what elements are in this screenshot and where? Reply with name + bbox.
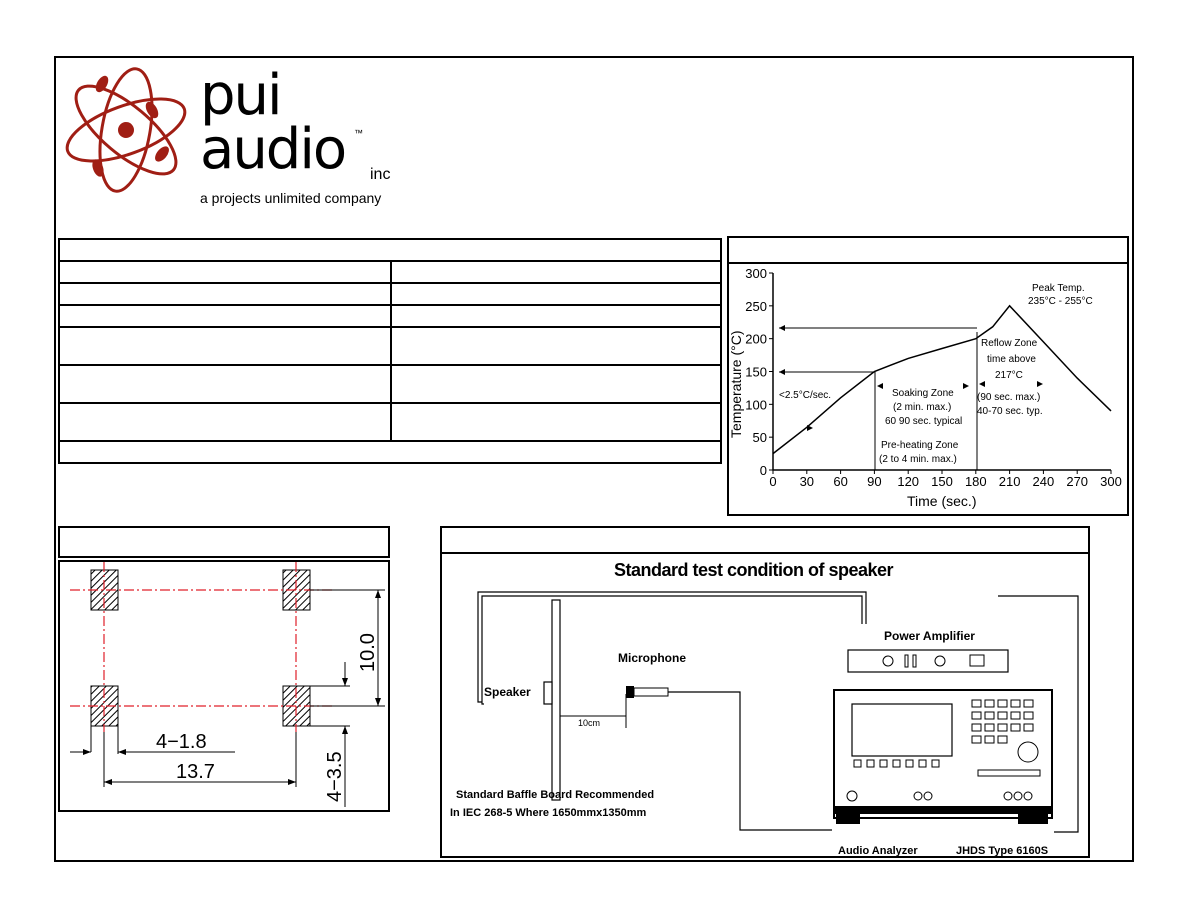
spec-cell: [58, 260, 392, 284]
annot-reflow-1: Reflow Zone: [981, 338, 1038, 349]
x-tick-label: 60: [833, 474, 847, 489]
x-tick-label: 300: [1100, 474, 1122, 489]
x-tick-label: 0: [769, 474, 776, 489]
microphone-label: Microphone: [618, 651, 686, 665]
speaker-icon: [543, 681, 553, 705]
spec-table-header: [58, 238, 722, 262]
y-tick-label: 250: [745, 299, 767, 314]
test-heading: Standard test condition of speaker: [614, 560, 894, 580]
annot-rate: <2.5°C/sec.: [779, 390, 831, 401]
annot-reflow-5: 40-70 sec. typ.: [977, 406, 1043, 417]
annot-soak-1: Soaking Zone: [892, 388, 954, 399]
annot-preheat-2: (2 to 4 min. max.): [879, 454, 957, 465]
reflow-profile-line: [772, 304, 1112, 455]
reflow-x-axis-label: Time (sec.): [907, 493, 976, 509]
reflow-chart-panel: [727, 262, 1129, 516]
y-tick-label: 200: [745, 332, 767, 347]
annot-peak-1: Peak Temp.: [1032, 283, 1085, 294]
x-tick-label: 210: [999, 474, 1021, 489]
power-amp-label: Power Amplifier: [884, 629, 975, 643]
spec-cell: [58, 402, 392, 442]
baffle-board: [551, 599, 561, 801]
footprint-title-bar: [58, 526, 390, 558]
spec-cell: [390, 304, 722, 328]
x-tick-label: 120: [897, 474, 919, 489]
spec-table-footer: [58, 440, 722, 464]
y-tick-label: 100: [745, 397, 767, 412]
spec-table: [58, 238, 722, 464]
microphone-icon: [626, 686, 669, 698]
x-tick-label: 30: [800, 474, 814, 489]
test-setup-diagram: Standard test condition of speaker: [450, 560, 1079, 857]
x-tick-label: 240: [1033, 474, 1055, 489]
logo-trademark: ™: [354, 128, 363, 138]
annot-reflow-4: (90 sec. max.): [977, 392, 1040, 403]
annot-soak-2: (2 min. max.): [893, 402, 951, 413]
y-tick-label: 0: [760, 463, 767, 478]
spec-cell: [390, 260, 722, 284]
x-tick-label: 90: [867, 474, 881, 489]
center-lines: [70, 562, 335, 732]
power-amplifier-icon: [847, 649, 1009, 673]
spec-cell: [390, 282, 722, 306]
annot-peak-2: 235°C - 255°C: [1028, 296, 1093, 307]
logo-wordmark-audio: audio: [200, 117, 347, 182]
logo-wordmark-pui: pui: [200, 63, 283, 128]
distance-label: 10cm: [578, 718, 600, 728]
test-setup-title-bar: [440, 526, 1090, 554]
reflow-chart-title-bar: [727, 236, 1129, 264]
atom-logo-icon: [65, 67, 187, 193]
y-tick-label: 150: [745, 365, 767, 380]
solder-pads: [90, 569, 311, 727]
dim-35-label: 4−3.5: [324, 751, 346, 802]
x-tick-label: 180: [965, 474, 987, 489]
company-logo: pui audio ™ inc a projects unlimited com…: [58, 58, 418, 208]
y-tick-label: 50: [753, 430, 767, 445]
baffle-label-2: In IEC 268-5 Where 1650mmx1350mm: [450, 807, 646, 819]
dim-pad-label: 4−1.8: [156, 731, 207, 753]
annot-preheat-1: Pre-heating Zone: [881, 440, 959, 451]
x-tick-label: 150: [931, 474, 953, 489]
analyzer-type-label: JHDS Type 6160S: [956, 845, 1048, 856]
spec-cell: [390, 326, 722, 366]
speaker-label: Speaker: [484, 685, 531, 699]
annot-reflow-2: time above: [987, 354, 1036, 365]
spec-cell: [58, 326, 392, 366]
spec-cell: [58, 282, 392, 306]
reflow-y-axis-label: Temperature (°C): [728, 330, 744, 438]
dim-10-label: 10.0: [357, 633, 379, 672]
dim-137-label: 13.7: [176, 761, 215, 783]
logo-tagline: a projects unlimited company: [200, 190, 382, 206]
annot-reflow-3: 217°C: [995, 370, 1023, 381]
analyzer-label: Audio Analyzer: [838, 845, 918, 856]
reflow-chart: 0 30 60 90 120 150 180 210 240 270 300 0 50 100 150 200…: [728, 266, 1122, 509]
footprint-drawing: 10.0 4−1.8 13.7 4−3.5: [70, 562, 385, 807]
page-frame: [54, 56, 1134, 862]
baffle-label-1: Standard Baffle Board Recommended: [456, 789, 654, 801]
y-tick-label: 300: [745, 266, 767, 281]
audio-analyzer-icon: [833, 689, 1053, 824]
annot-soak-3: 60 90 sec. typical: [885, 416, 962, 427]
x-tick-label: 270: [1066, 474, 1088, 489]
spec-cell: [58, 364, 392, 404]
footprint-panel: 10.0 4−1.8 13.7 4−3.5: [58, 560, 390, 812]
spec-cell: [390, 364, 722, 404]
spec-cell: [390, 402, 722, 442]
test-setup-panel: Standard test condition of speaker: [440, 552, 1090, 858]
spec-cell: [58, 304, 392, 328]
logo-inc: inc: [370, 166, 391, 183]
